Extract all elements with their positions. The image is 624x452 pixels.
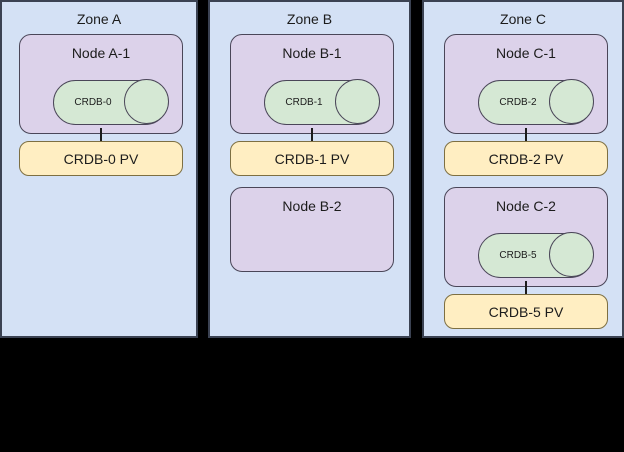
node-c-1-title: Node C-1 xyxy=(496,45,556,61)
connector-node-c-1-to-pv xyxy=(525,128,527,142)
node-c-2: Node C-2 CRDB-5 xyxy=(444,187,608,287)
node-b-1-title: Node B-1 xyxy=(282,45,342,61)
node-b-1: Node B-1 CRDB-1 xyxy=(230,34,394,134)
zone-c: Zone C Node C-1 CRDB-2 CRDB-2 PV Node C-… xyxy=(422,0,624,338)
database-label: CRDB-2 xyxy=(499,96,537,108)
connector-node-a-1-to-pv xyxy=(100,128,102,142)
node-a-1-title: Node A-1 xyxy=(71,45,131,61)
volume-crdb-0-pv: CRDB-0 PV xyxy=(19,141,183,176)
database-crdb-5: CRDB-5 xyxy=(478,232,594,278)
database-cap xyxy=(549,232,594,277)
zone-b: Zone B Node B-1 CRDB-1 CRDB-1 PV Node B-… xyxy=(208,0,411,338)
database-cap xyxy=(549,79,594,124)
node-b-2: Node B-2 xyxy=(230,187,394,272)
volume-crdb-5-pv: CRDB-5 PV xyxy=(444,294,608,329)
volume-label: CRDB-2 PV xyxy=(488,150,564,167)
database-crdb-1: CRDB-1 xyxy=(264,79,380,125)
database-cap xyxy=(335,79,380,124)
database-label: CRDB-5 xyxy=(499,249,537,261)
database-label: CRDB-1 xyxy=(285,96,323,108)
volume-crdb-2-pv: CRDB-2 PV xyxy=(444,141,608,176)
volume-label: CRDB-1 PV xyxy=(274,150,350,167)
zone-c-title: Zone C xyxy=(500,11,546,27)
volume-label: CRDB-5 PV xyxy=(488,303,564,320)
node-a-1: Node A-1 CRDB-0 xyxy=(19,34,183,134)
node-c-1: Node C-1 CRDB-2 xyxy=(444,34,608,134)
database-cap xyxy=(124,79,169,124)
database-crdb-2: CRDB-2 xyxy=(478,79,594,125)
node-c-2-title: Node C-2 xyxy=(496,198,556,214)
node-b-2-title: Node B-2 xyxy=(282,198,342,214)
zone-b-title: Zone B xyxy=(286,11,333,27)
connector-node-c-2-to-pv xyxy=(525,281,527,295)
volume-label: CRDB-0 PV xyxy=(63,150,139,167)
connector-node-b-1-to-pv xyxy=(311,128,313,142)
volume-crdb-1-pv: CRDB-1 PV xyxy=(230,141,394,176)
database-crdb-0: CRDB-0 xyxy=(53,79,169,125)
zone-a-title: Zone A xyxy=(76,11,122,27)
zone-a: Zone A Node A-1 CRDB-0 CRDB-0 PV xyxy=(0,0,198,338)
database-label: CRDB-0 xyxy=(74,96,112,108)
